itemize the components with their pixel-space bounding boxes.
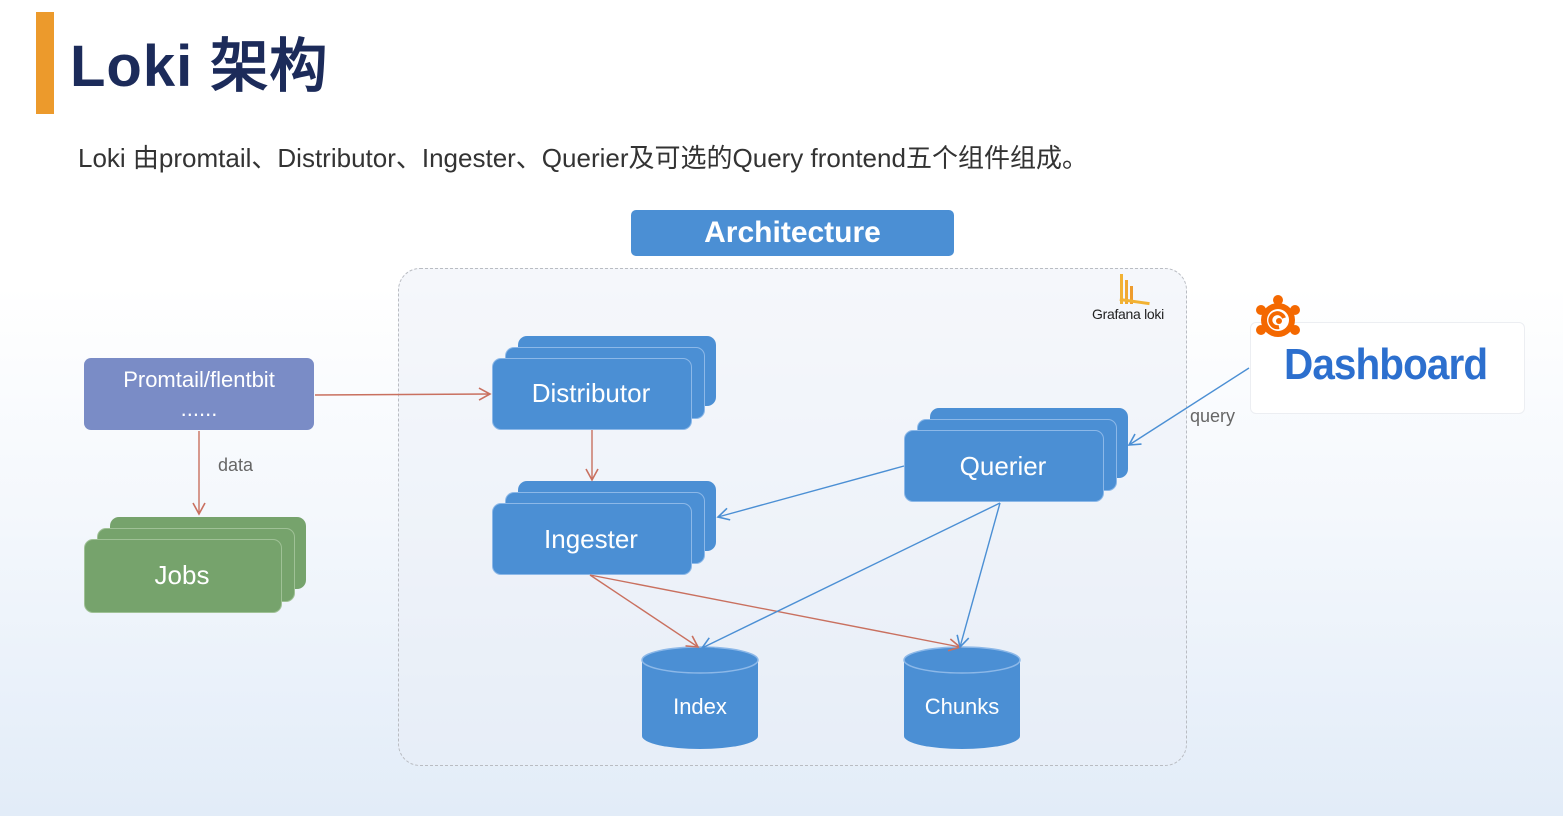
distributor-label: Distributor bbox=[531, 378, 651, 408]
promtail-label: Promtail/flentbit bbox=[123, 367, 275, 392]
jobs-layer-front bbox=[84, 539, 282, 613]
edge-label-data: data bbox=[218, 455, 254, 475]
grafana-loki-logo-text: Grafana loki bbox=[1092, 306, 1164, 322]
querier-layer-front bbox=[904, 430, 1104, 502]
grafana-icon bbox=[1256, 295, 1300, 337]
architecture-header: Architecture bbox=[631, 210, 954, 256]
arrow-dashboard-to-querier bbox=[1127, 367, 1250, 446]
arrow-promtail-to-distributor bbox=[314, 387, 492, 401]
promtail-ellipsis: ...... bbox=[180, 396, 218, 421]
ingester-layer-front bbox=[492, 503, 692, 575]
promtail-node: Promtail/flentbit ...... bbox=[84, 358, 314, 430]
distributor-layer-front bbox=[492, 358, 692, 430]
arrow-ingester-to-index bbox=[589, 574, 700, 648]
arrow-querier-to-ingester bbox=[716, 465, 905, 521]
querier-label: Querier bbox=[959, 451, 1047, 481]
arrow-querier-to-index bbox=[700, 502, 1001, 650]
index-label: Index bbox=[673, 694, 727, 719]
arrow-ingester-to-chunks bbox=[589, 574, 962, 652]
arrow-querier-to-chunks bbox=[956, 502, 1001, 649]
page-title: Loki 架构 bbox=[70, 34, 329, 99]
index-cylinder bbox=[641, 646, 759, 749]
title-accent-bar bbox=[36, 12, 54, 114]
jobs-label: Jobs bbox=[154, 560, 210, 590]
chunks-label: Chunks bbox=[924, 694, 1000, 719]
dashboard-label: Dashboard bbox=[1284, 340, 1488, 389]
chunks-cylinder bbox=[903, 646, 1021, 749]
grafana-loki-logo-icon bbox=[1119, 274, 1150, 306]
edge-label-query: query bbox=[1190, 406, 1236, 426]
page-subtitle: Loki 由promtail、Distributor、Ingester、Quer… bbox=[78, 143, 1088, 173]
ingester-label: Ingester bbox=[544, 524, 638, 554]
dashboard-card bbox=[1250, 322, 1525, 414]
